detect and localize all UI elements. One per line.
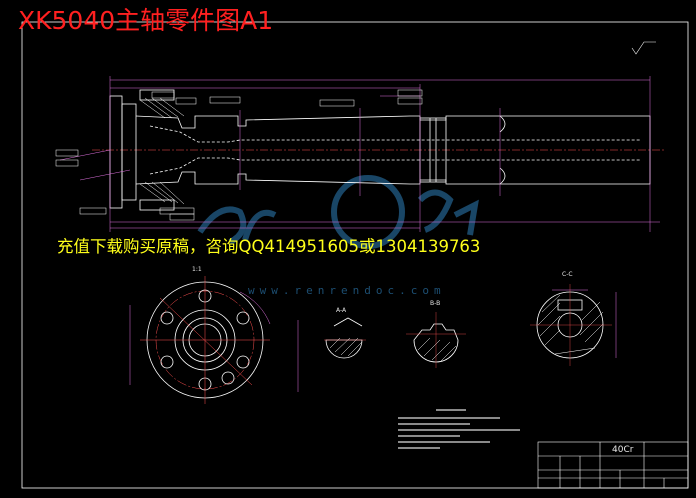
section-c-label: C-C <box>562 271 573 278</box>
section-view-a <box>324 317 366 359</box>
tolerance-frames <box>55 89 423 221</box>
main-shaft <box>92 89 664 211</box>
view-scale-label: 1:1 <box>192 266 202 273</box>
section-view-b <box>406 312 466 368</box>
tech-requirements-lines <box>398 409 520 449</box>
section-a-label: A-A <box>336 307 347 314</box>
section-b-label: B-B <box>430 300 441 307</box>
title-block <box>537 441 689 489</box>
flange-end-view <box>129 276 299 404</box>
watermark-url: www.renrendoc.com <box>248 284 446 297</box>
document-title: XK5040主轴零件图A1 <box>18 6 274 35</box>
drawing-border <box>21 21 689 489</box>
title-block-material: 40Cr <box>612 445 634 455</box>
promo-banner: 充值下载购买原稿，咨询QQ414951605或1304139763 <box>57 237 481 256</box>
watermark-logo <box>197 175 479 249</box>
roughness-symbol <box>631 41 656 55</box>
section-view-c <box>530 284 617 366</box>
dimension-lines <box>59 76 660 232</box>
